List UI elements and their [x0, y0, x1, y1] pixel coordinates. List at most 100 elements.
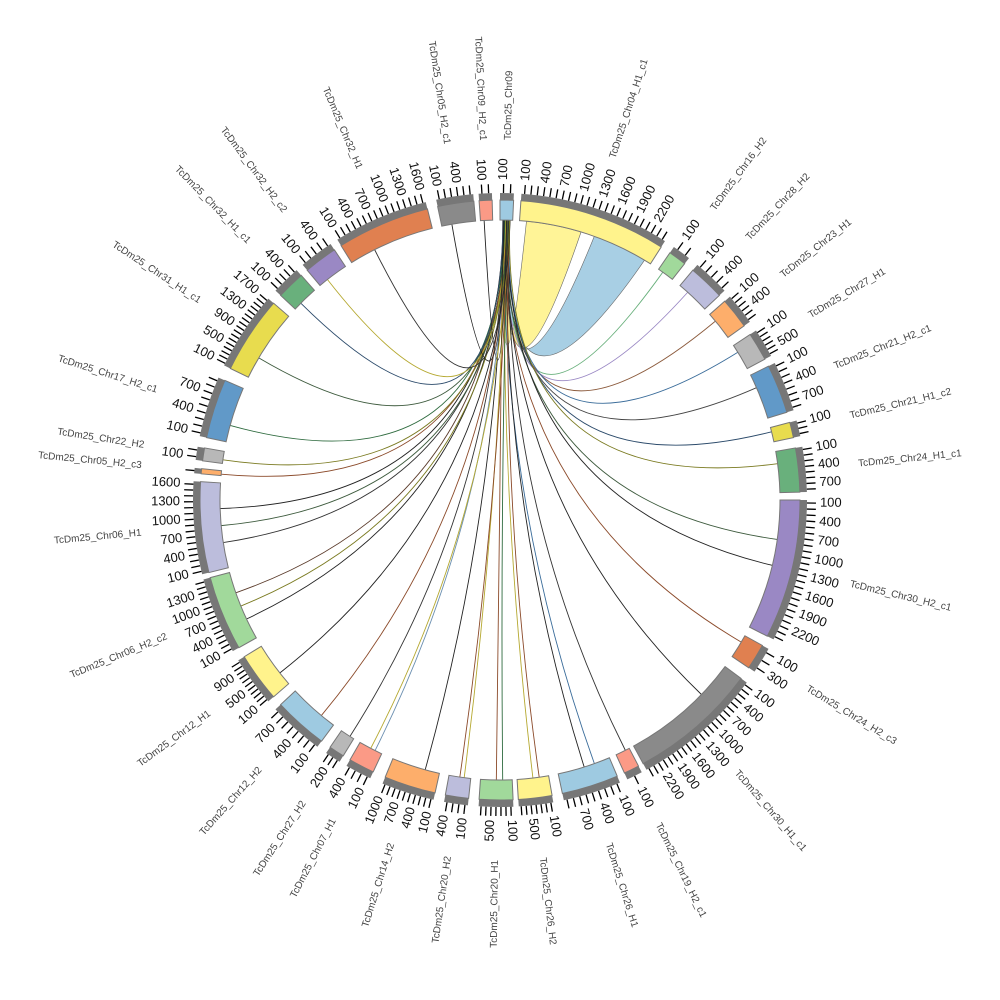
tick-label: 400 — [537, 161, 555, 185]
tick-mark — [334, 230, 341, 239]
tick-mark — [193, 423, 203, 427]
chromosome-segment[interactable] — [185, 467, 223, 477]
chromosome-segment[interactable]: 100 — [495, 158, 515, 221]
segment-block[interactable] — [709, 300, 745, 339]
segment-block[interactable] — [279, 690, 335, 742]
segment-block[interactable] — [437, 200, 477, 227]
segment-block[interactable] — [775, 447, 801, 494]
segment-block[interactable] — [679, 269, 721, 310]
segment-block[interactable] — [202, 447, 225, 465]
tick-mark — [622, 210, 628, 219]
segment-name-label: TcDm25_Chr06_H2_c2 — [69, 631, 170, 681]
tick-mark — [799, 430, 809, 435]
segment-block[interactable] — [499, 199, 515, 221]
chromosome-segment[interactable]: 100 — [473, 158, 494, 222]
segment-block[interactable] — [749, 365, 788, 419]
segment-tick-band — [302, 243, 335, 271]
tick-mark — [238, 321, 248, 328]
segment-block[interactable] — [478, 199, 494, 222]
tick-mark — [316, 242, 323, 251]
link-line — [221, 220, 508, 477]
tick-mark — [396, 201, 401, 211]
segment-block[interactable] — [444, 774, 472, 799]
tick-mark — [639, 218, 645, 228]
segment-block[interactable] — [518, 200, 662, 265]
segment-block[interactable] — [306, 249, 347, 287]
segment-block[interactable] — [279, 274, 316, 310]
segment-tick-band — [518, 795, 554, 807]
tick-mark — [396, 790, 401, 799]
tick-mark — [381, 784, 386, 794]
tick-label: 400 — [269, 736, 295, 762]
tick-mark — [211, 625, 221, 631]
tick-mark — [239, 673, 248, 680]
segment-block[interactable] — [329, 730, 355, 757]
segment-name-label: TcDm25_Chr20_H1 — [489, 859, 501, 947]
tick-mark — [201, 396, 210, 401]
tick-mark — [391, 788, 396, 798]
segment-block[interactable] — [349, 741, 383, 773]
segment-block[interactable] — [732, 333, 766, 370]
tick-mark — [187, 454, 197, 458]
tick-mark — [406, 793, 411, 803]
tick-mark — [250, 305, 259, 312]
segment-block[interactable] — [615, 747, 640, 774]
chromosome-segment[interactable]: 100 — [769, 406, 832, 443]
segment-block[interactable] — [557, 757, 618, 795]
segment-block[interactable] — [205, 379, 244, 443]
tick-mark — [196, 409, 206, 414]
segment-block[interactable] — [199, 481, 229, 574]
segment-block[interactable] — [731, 635, 764, 669]
segment-tick-band — [195, 446, 205, 461]
link-line — [507, 220, 540, 778]
segment-block[interactable] — [769, 421, 795, 443]
segment-block[interactable] — [384, 758, 440, 794]
segment-name-label: TcDm25_Chr21_H2_c1 — [832, 323, 933, 372]
segment-block[interactable] — [478, 778, 514, 801]
segment-block[interactable] — [657, 252, 686, 281]
segment-block[interactable] — [200, 468, 223, 477]
tick-label: 100 — [764, 307, 790, 331]
tick-mark — [186, 536, 196, 539]
tick-mark — [247, 309, 256, 316]
segment-tick-band — [789, 420, 801, 438]
chromosome-segment[interactable]: 100 — [161, 443, 225, 465]
tick-mark — [779, 625, 789, 631]
segment-name-label: TcDm25_Chr07_H1 — [288, 816, 339, 899]
tick-mark — [650, 224, 657, 234]
segment-block[interactable] — [340, 208, 433, 264]
segment-name-label: TcDm25_Chr30_H2_c1 — [849, 579, 953, 614]
segment-block[interactable] — [243, 645, 290, 698]
segment-block[interactable] — [632, 665, 742, 765]
tick-mark — [192, 570, 202, 575]
segment-tick-band — [337, 202, 428, 246]
segment-name-label: TcDm25_Chr26_H1 — [603, 842, 640, 929]
tick-mark — [716, 275, 724, 283]
segment-name-label: TcDm25_Chr31_H1_c1 — [110, 239, 203, 306]
tick-mark — [205, 383, 215, 388]
tick-mark — [784, 614, 794, 619]
tick-mark — [756, 667, 765, 674]
segment-block[interactable] — [516, 775, 553, 800]
tick-mark — [759, 331, 768, 338]
tick-mark — [610, 786, 615, 795]
segment-block[interactable] — [748, 499, 801, 637]
